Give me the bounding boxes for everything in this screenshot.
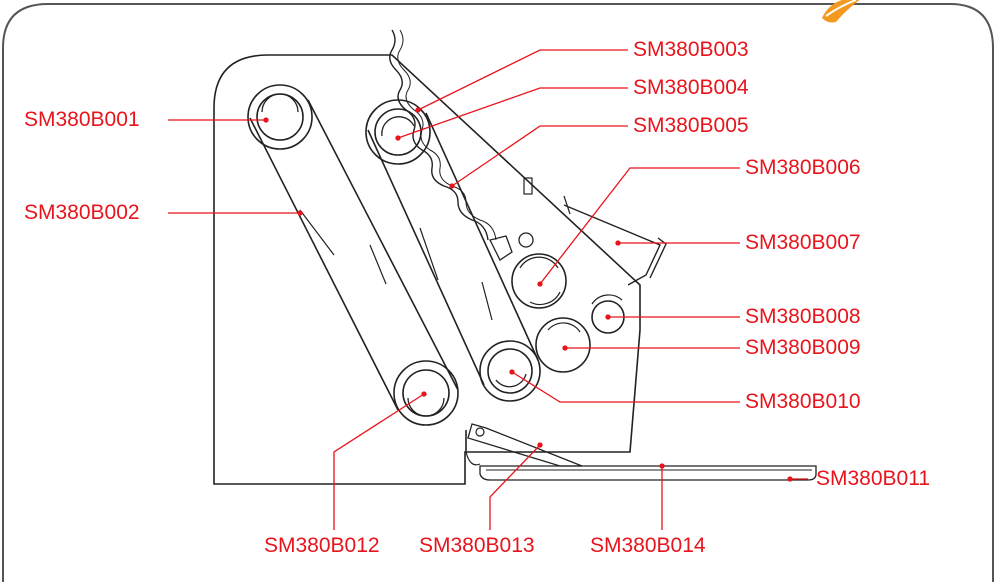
machine-drawing <box>213 29 817 485</box>
label-sm380b009: SM380B009 <box>745 336 861 359</box>
conveyor-belt-left <box>247 84 459 426</box>
roller-b009 <box>535 317 591 373</box>
label-sm380b006: SM380B006 <box>745 156 861 179</box>
roller-b006 <box>511 253 567 309</box>
leader-lines <box>168 49 808 530</box>
label-sm380b005: SM380B005 <box>633 114 749 137</box>
label-sm380b013: SM380B013 <box>419 534 535 557</box>
side-tray <box>563 204 661 286</box>
label-sm380b002: SM380B002 <box>24 201 140 224</box>
machine-housing <box>213 54 641 485</box>
label-sm380b008: SM380B008 <box>745 305 861 328</box>
bottom-tray <box>479 465 817 481</box>
label-sm380b012: SM380B012 <box>264 534 380 557</box>
chain-guide <box>389 29 489 241</box>
label-sm380b003: SM380B003 <box>633 38 749 61</box>
panel-frame <box>2 3 994 582</box>
orange-leaf-icon <box>822 0 860 23</box>
label-sm380b001: SM380B001 <box>24 108 140 131</box>
label-sm380b011: SM380B011 <box>816 467 931 490</box>
label-sm380b010: SM380B010 <box>745 390 861 413</box>
roller-b008 <box>591 294 625 334</box>
label-sm380b007: SM380B007 <box>745 231 861 254</box>
label-sm380b004: SM380B004 <box>633 76 749 99</box>
label-sm380b014: SM380B014 <box>590 534 706 557</box>
conveyor-belt-right <box>365 99 541 402</box>
